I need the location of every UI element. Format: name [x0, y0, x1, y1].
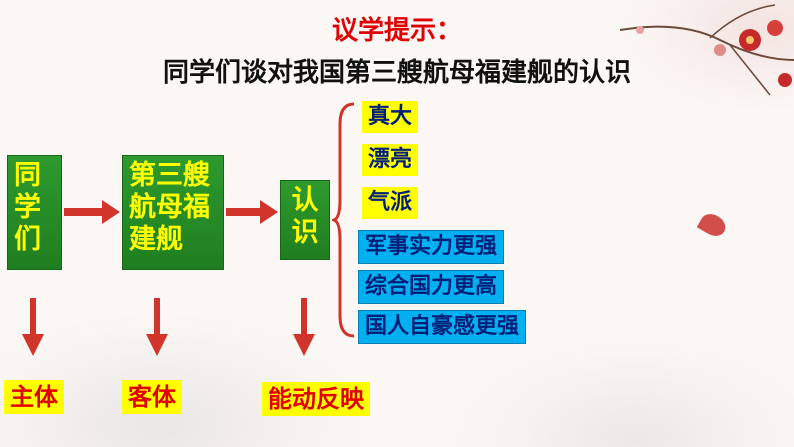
prompt-title: 议学提示： [331, 16, 462, 46]
label-object: 客体 [122, 380, 182, 414]
brace-bracket [332, 102, 355, 338]
arrow-right-icon [64, 200, 120, 224]
label-subject: 主体 [4, 380, 64, 414]
list-item: 军事实力更强 [358, 230, 505, 264]
plum-blossom-decoration [619, 4, 794, 96]
list-item: 国人自豪感更强 [358, 310, 527, 344]
list-item: 漂亮 [362, 144, 419, 176]
arrow-down-icon [146, 298, 168, 356]
cognition-box: 认 识 [280, 180, 330, 260]
discussion-topic: 同学们谈对我国第三艘航母福建舰的认识 [162, 58, 631, 88]
list-item: 气派 [362, 187, 419, 219]
list-item: 综合国力更高 [358, 270, 505, 304]
arrow-down-icon [22, 298, 44, 356]
object-box: 第三艘 航母福 建舰 [122, 155, 224, 270]
arrow-right-icon [226, 200, 278, 224]
list-item: 真大 [362, 101, 419, 133]
arrow-down-icon [293, 298, 315, 356]
label-active-reflection: 能动反映 [262, 382, 370, 416]
subject-box: 同 学 们 [7, 155, 62, 270]
